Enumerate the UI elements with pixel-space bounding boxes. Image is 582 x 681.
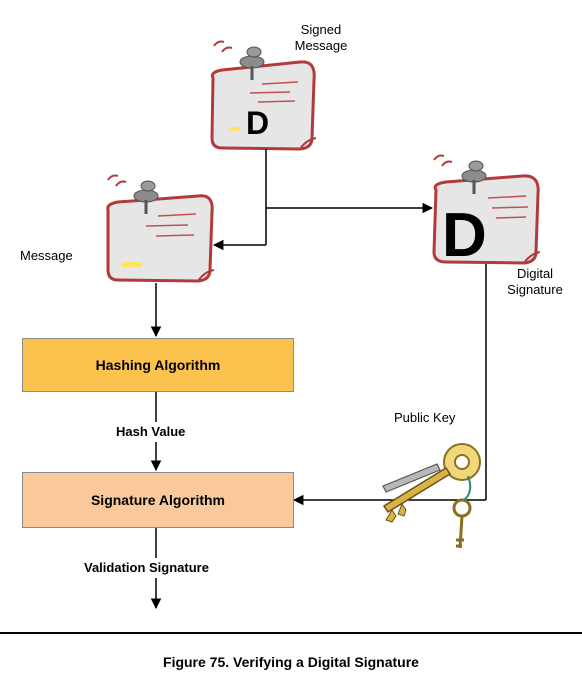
digital-signature-label-line1: Digital — [516, 266, 554, 281]
digital-signature-letter: D — [442, 201, 487, 270]
digital-signature-label-line2: Signature — [507, 282, 563, 297]
signed-message-letter: D — [246, 105, 269, 141]
signed-message-label-line1: Signed — [300, 22, 342, 37]
caption-divider — [0, 632, 582, 634]
digital-signature-label: Digital Signature — [500, 266, 570, 298]
signed-message-label: Signed Message — [292, 22, 350, 54]
pin-icon — [433, 154, 487, 194]
message-label: Message — [20, 248, 73, 263]
hashing-algorithm-box: Hashing Algorithm — [22, 338, 294, 392]
hash-value-label: Hash Value — [116, 424, 186, 440]
signed-message-note — [210, 40, 317, 151]
signed-message-label-line2: Message — [294, 38, 348, 53]
public-key-label: Public Key — [394, 410, 456, 425]
pin-icon — [107, 174, 159, 214]
signature-algorithm-box: Signature Algorithm — [22, 472, 294, 528]
message-note — [106, 174, 215, 283]
figure-caption: Figure 75. Verifying a Digital Signature — [163, 654, 419, 670]
digital-signature-note — [432, 154, 541, 265]
pin-icon — [213, 40, 265, 80]
key-icon — [382, 443, 481, 549]
validation-signature-label: Validation Signature — [84, 560, 209, 576]
